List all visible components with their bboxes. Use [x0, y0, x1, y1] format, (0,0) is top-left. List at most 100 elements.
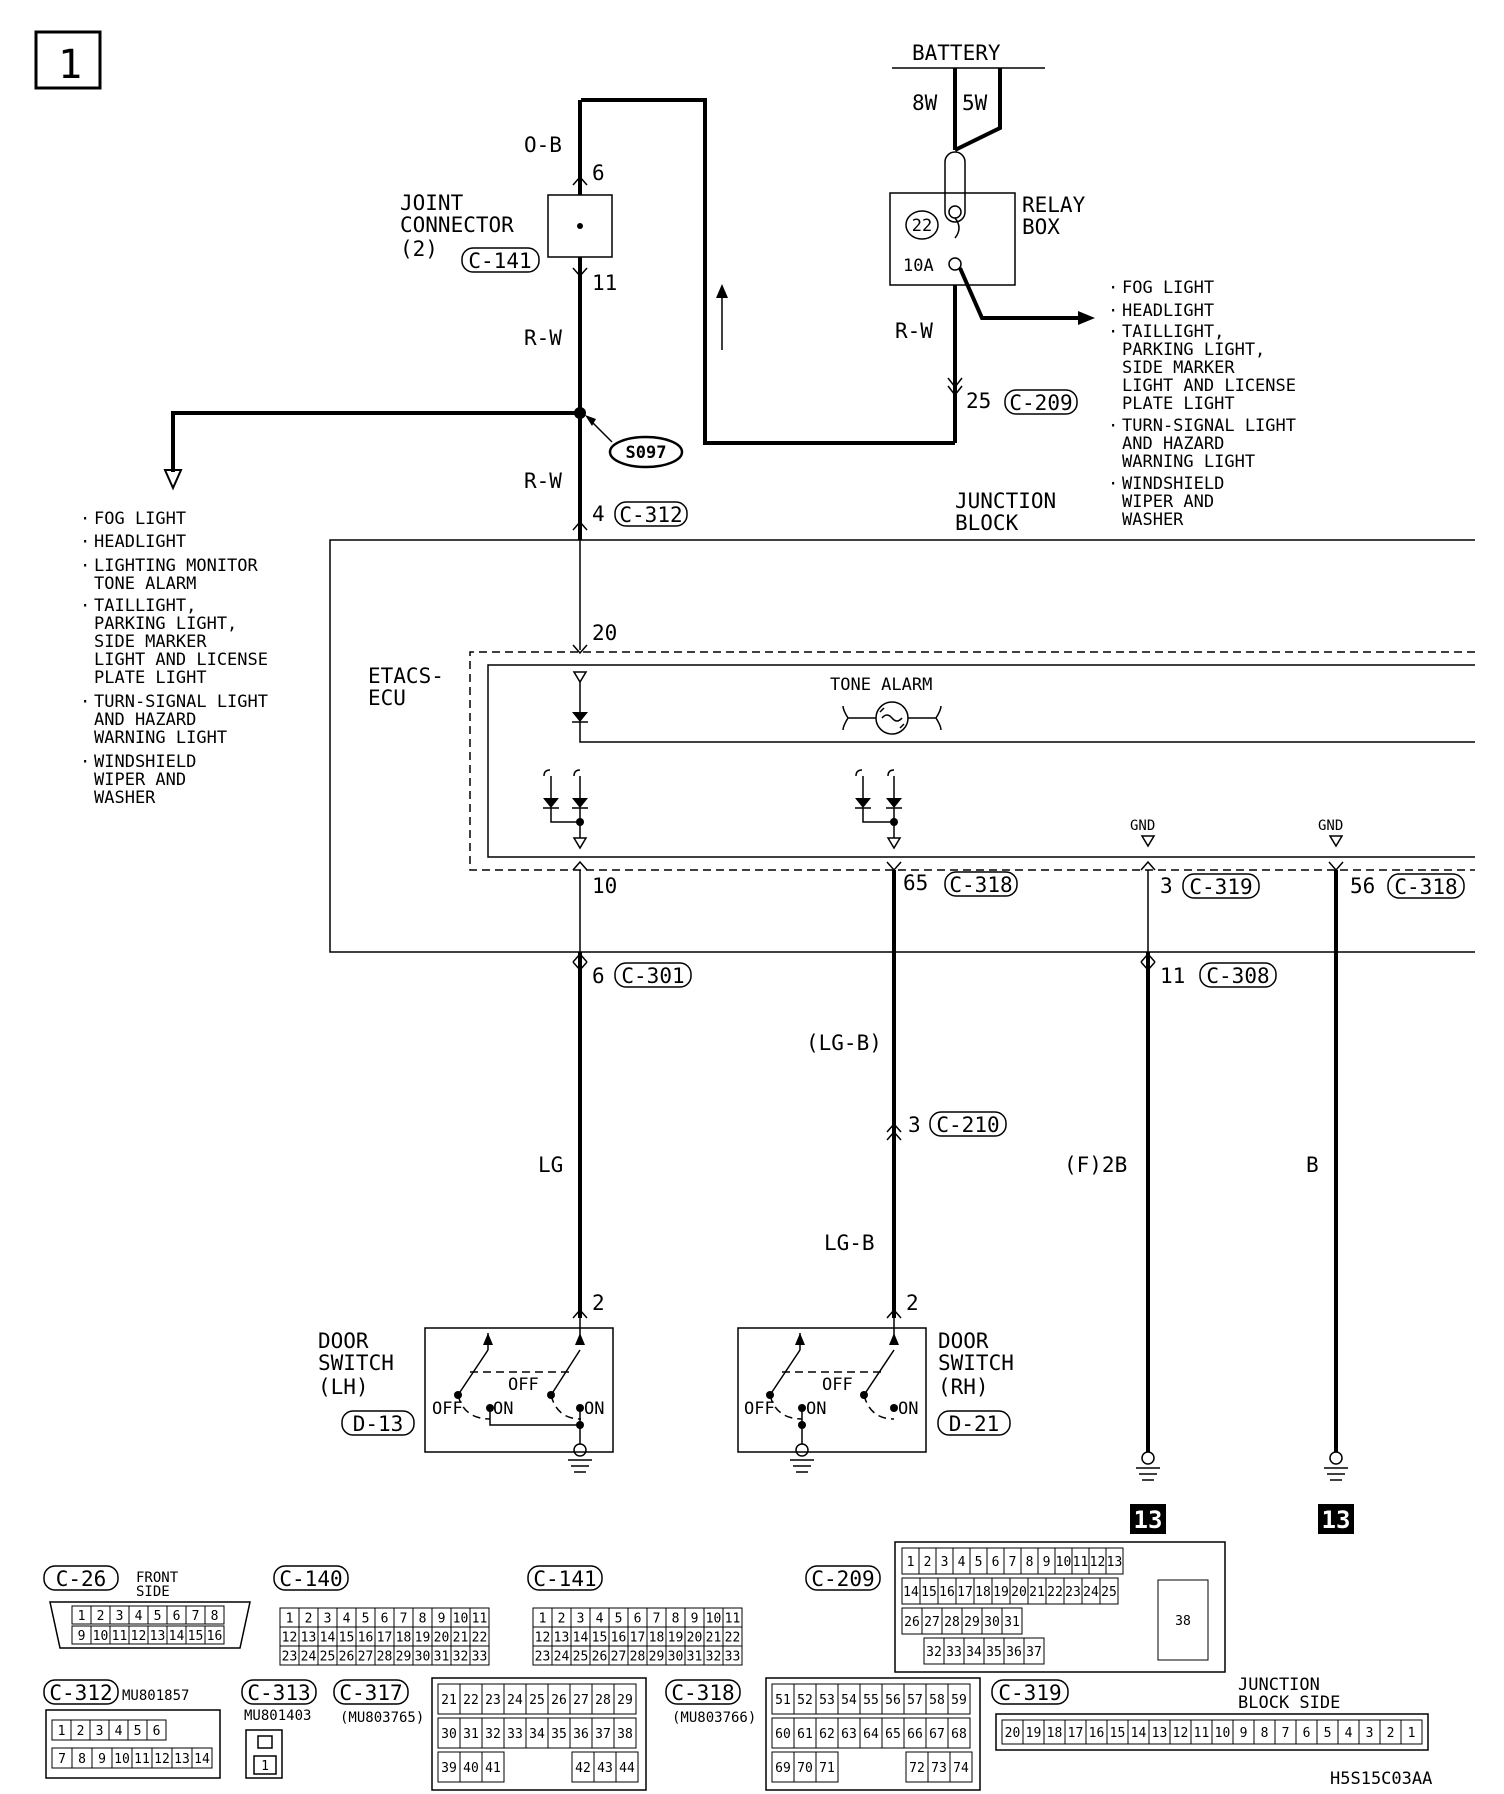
c319-pin: 5: [1324, 1726, 1332, 1741]
feed-l-14: WIPER AND: [94, 770, 186, 790]
c209-pin: 30: [984, 1615, 1000, 1630]
joint-connector: O-B 6 JOINT CONNECTOR (2) C-141 11 R-W: [400, 100, 617, 540]
c140-pin: 13: [301, 1631, 317, 1646]
c209-cell: [1157, 1579, 1209, 1661]
c312-pin: 4: [115, 1724, 123, 1739]
c209-pin: 36: [1006, 1645, 1022, 1660]
c317-cell: [481, 1751, 505, 1783]
c209-pin: 24: [1083, 1585, 1099, 1600]
c141-pin: 30: [668, 1650, 684, 1665]
c317-pin: 22: [463, 1693, 479, 1708]
c26-pin: 1: [78, 1609, 86, 1624]
c209-pin: 3: [941, 1555, 949, 1570]
lh-label-3: (LH): [318, 1375, 369, 1399]
c317-pin: 30: [441, 1727, 457, 1742]
feed-r-10: WARNING LIGHT: [1122, 452, 1255, 472]
c312-pin: 14: [194, 1752, 210, 1767]
c26-pin: 13: [150, 1629, 166, 1644]
c319-pin: 16: [1089, 1726, 1105, 1741]
c141-pin: 24: [554, 1650, 570, 1665]
c140-pin: 22: [472, 1631, 488, 1646]
c140-pin: 30: [415, 1650, 431, 1665]
c319-pin: 12: [1173, 1726, 1189, 1741]
etacs-label-2: ECU: [368, 686, 406, 710]
c301-label: C-301: [621, 964, 684, 988]
c312-pin: 10: [114, 1752, 130, 1767]
svg-text:·: ·: [1108, 301, 1118, 321]
feed-r-9: AND HAZARD: [1122, 434, 1224, 454]
c318b-label: C-318: [1394, 875, 1457, 899]
feed-l-3: LIGHTING MONITOR: [94, 556, 259, 576]
c312-pin: 3: [96, 1724, 104, 1739]
c318-pin: 72: [909, 1761, 925, 1776]
wire-b: B: [1306, 1153, 1319, 1177]
c308-pin: 11: [1160, 964, 1185, 988]
c319-pin: 20: [1005, 1726, 1021, 1741]
c319-pin: 2: [1387, 1726, 1395, 1741]
svg-text:·: ·: [1108, 416, 1118, 436]
c141-pin: 12: [535, 1631, 551, 1646]
c26-pin: 4: [135, 1609, 143, 1624]
feed-r-5: SIDE MARKER: [1122, 358, 1235, 378]
feed-r-13: WASHER: [1122, 510, 1184, 530]
c317-pin: 24: [507, 1693, 523, 1708]
c209-pin: 4: [958, 1555, 966, 1570]
c317-part: (MU803765): [340, 1710, 424, 1726]
ecu-pin-20: 20: [592, 621, 617, 645]
c318-pin: 66: [907, 1727, 923, 1742]
feed-l-11: AND HAZARD: [94, 710, 196, 730]
wire-rw-2: R-W: [524, 469, 562, 493]
c317-pin: 29: [617, 1693, 633, 1708]
c140-pin: 31: [434, 1650, 450, 1665]
c319-note-2: BLOCK SIDE: [1238, 1693, 1340, 1713]
c140-pin: 19: [415, 1631, 431, 1646]
gnd-1: GND: [1130, 818, 1155, 834]
c318-pin: 73: [931, 1761, 947, 1776]
c140-pin: 10: [453, 1612, 469, 1627]
c319-pin: 7: [1282, 1726, 1290, 1741]
c141-pin: 3: [577, 1612, 585, 1627]
c140-pin: 25: [320, 1650, 336, 1665]
c318-pin: 65: [903, 871, 928, 895]
c209-label: C-209: [1009, 391, 1072, 415]
c26-pin: 8: [211, 1609, 219, 1624]
jc-pin-bottom: 11: [592, 271, 617, 295]
c209-pin: 1: [907, 1555, 915, 1570]
relay-box-feeds-list: · FOG LIGHT · HEADLIGHT · TAILLIGHT, PAR…: [1108, 278, 1296, 530]
c317-pin: 42: [575, 1761, 591, 1776]
c209-pin: 23: [1065, 1585, 1081, 1600]
c317-pin: 40: [463, 1761, 479, 1776]
c141-pin: 16: [611, 1631, 627, 1646]
c141-label: C-141: [533, 1567, 596, 1591]
c319-pin: 3: [1366, 1726, 1374, 1741]
c209-pin: 10: [1056, 1555, 1072, 1570]
gnd-2: GND: [1318, 818, 1343, 834]
c318-pin: 58: [929, 1693, 945, 1708]
rh-label-2: SWITCH: [938, 1351, 1014, 1375]
c140-pin: 9: [438, 1612, 446, 1627]
c140-pin: 15: [339, 1631, 355, 1646]
c26-pin: 9: [78, 1629, 86, 1644]
c141-pin: 22: [725, 1631, 741, 1646]
c209-pin: 12: [1090, 1555, 1106, 1570]
battery-wire-8w: 8W: [912, 91, 938, 115]
c140-pin: 16: [358, 1631, 374, 1646]
battery-section: BATTERY 8W 5W: [892, 41, 1045, 271]
c318-pin: 65: [885, 1727, 901, 1742]
ground-ref-1: 13: [1134, 1506, 1163, 1534]
c318-pin: 51: [775, 1693, 791, 1708]
c209-pin: 32: [926, 1645, 942, 1660]
c26-label: C-26: [56, 1567, 107, 1591]
diagram-code: H5S15C03AA: [1330, 1769, 1432, 1789]
c140-pin: 17: [377, 1631, 393, 1646]
c26-note-2: SIDE: [136, 1584, 170, 1600]
c141-pin: 6: [634, 1612, 642, 1627]
c140-pin: 24: [301, 1650, 317, 1665]
c209-pin: 25: [966, 389, 991, 413]
rh-on-1: ON: [806, 1399, 826, 1419]
c26-pin: 11: [112, 1629, 128, 1644]
c318-pin: 55: [863, 1693, 879, 1708]
relay-to-junction-wire: R-W 25 C-209: [581, 98, 1078, 445]
c140-pin: 8: [419, 1612, 427, 1627]
c318-pin: 53: [819, 1693, 835, 1708]
